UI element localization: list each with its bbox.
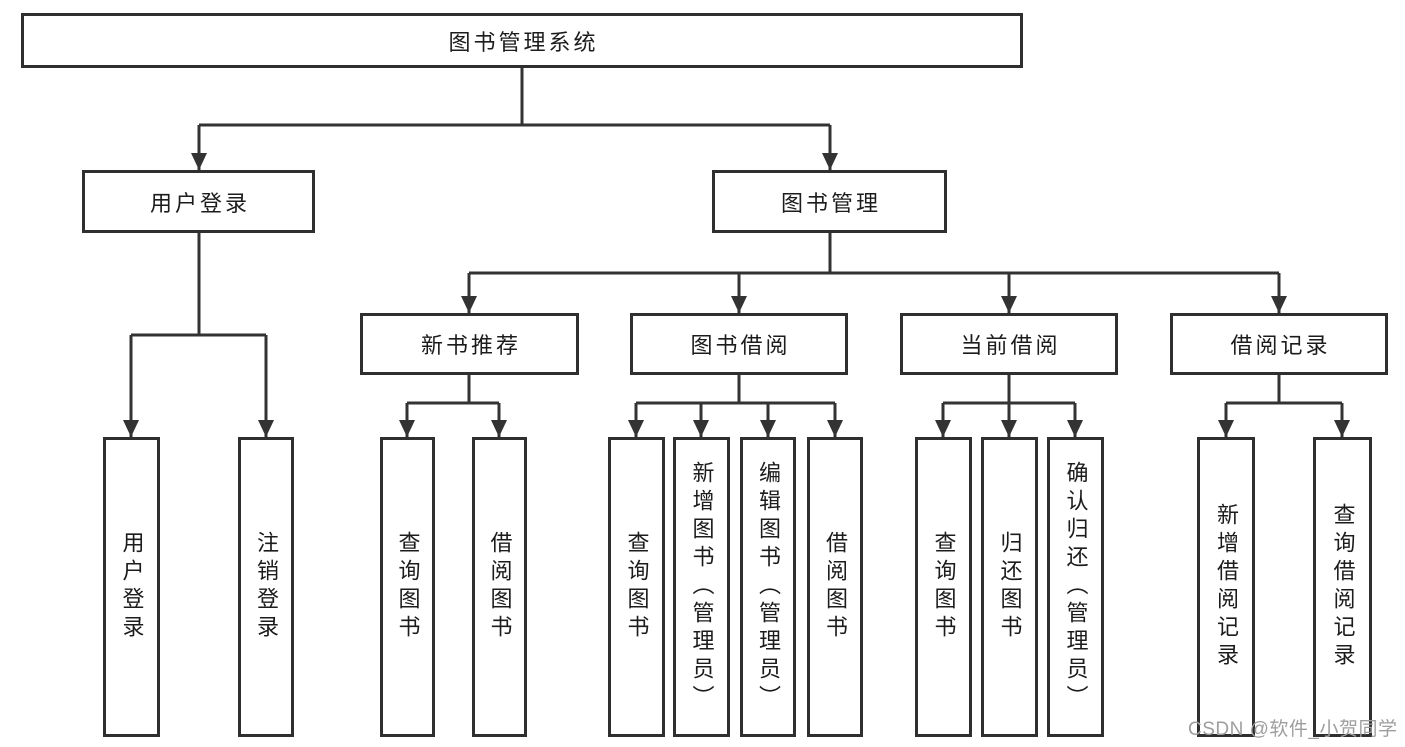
node-leaf-borrow-book-2: 借阅图书 <box>807 437 863 737</box>
arrowhead-icon <box>822 153 838 170</box>
node-label: 图书管理 <box>780 190 881 216</box>
arrowhead-icon <box>1067 420 1083 437</box>
arrowhead-icon <box>1001 420 1017 437</box>
connector-new-book-to-children <box>405 375 501 437</box>
connector-user-login-to-children <box>129 233 268 437</box>
node-book-management: 图书管理 <box>712 170 947 233</box>
node-label: 新书推荐 <box>420 333 521 358</box>
node-leaf-edit-book-admin: 编辑图书（管理员） <box>740 437 796 737</box>
node-current-borrow: 当前借阅 <box>900 313 1118 375</box>
node-label: 用户登录 <box>149 190 250 216</box>
arrowheads <box>123 153 1350 437</box>
node-leaf-add-borrow-record: 新增借阅记录 <box>1197 437 1255 737</box>
node-label: 当前借阅 <box>960 333 1061 358</box>
arrowhead-icon <box>628 420 644 437</box>
node-leaf-confirm-return-admin: 确认归还（管理员） <box>1047 437 1104 737</box>
node-root-system: 图书管理系统 <box>21 13 1023 68</box>
node-leaf-borrow-book-1: 借阅图书 <box>472 437 527 737</box>
arrowhead-icon <box>693 420 709 437</box>
node-label: 借阅图书 <box>487 531 513 643</box>
node-label: 用户登录 <box>119 531 145 643</box>
connector-root-to-level2 <box>197 68 832 170</box>
connector-book-mgmt-to-level3 <box>467 233 1281 313</box>
arrowhead-icon <box>731 296 747 313</box>
node-label: 图书管理系统 <box>448 29 599 55</box>
node-label: 查询图书 <box>931 531 957 643</box>
node-label: 归还图书 <box>997 531 1023 643</box>
arrowhead-icon <box>399 420 415 437</box>
arrowhead-icon <box>827 420 843 437</box>
connector-lines <box>129 68 1344 437</box>
csdn-watermark: CSDN @软件_小贺同学 <box>1188 719 1398 740</box>
node-leaf-query-book-1: 查询图书 <box>380 437 435 737</box>
node-leaf-add-book-admin: 新增图书（管理员） <box>673 437 730 737</box>
node-user-login: 用户登录 <box>82 170 315 233</box>
arrowhead-icon <box>123 420 139 437</box>
arrowhead-icon <box>935 420 951 437</box>
connector-book-borrow-to-children <box>634 375 837 437</box>
arrowhead-icon <box>1271 296 1287 313</box>
arrowhead-icon <box>258 420 274 437</box>
node-label: 查询图书 <box>395 531 421 643</box>
node-leaf-query-book-3: 查询图书 <box>915 437 972 737</box>
arrowhead-icon <box>461 296 477 313</box>
node-leaf-query-book-2: 查询图书 <box>608 437 665 737</box>
node-label: 确认归还（管理员） <box>1063 461 1089 713</box>
node-label: 新增图书（管理员） <box>689 461 715 713</box>
arrowhead-icon <box>760 420 776 437</box>
node-label: 借阅记录 <box>1230 333 1331 358</box>
node-leaf-query-borrow-record: 查询借阅记录 <box>1313 437 1372 737</box>
node-new-book-recommend: 新书推荐 <box>360 313 579 375</box>
arrowhead-icon <box>191 153 207 170</box>
node-label: 查询图书 <box>624 531 650 643</box>
node-leaf-user-login-action: 用户登录 <box>103 437 160 737</box>
node-borrow-records: 借阅记录 <box>1170 313 1388 375</box>
arrowhead-icon <box>1218 420 1234 437</box>
node-label: 编辑图书（管理员） <box>756 461 781 713</box>
arrowhead-icon <box>491 420 507 437</box>
node-label: 借阅图书 <box>823 531 848 643</box>
arrowhead-icon <box>1334 420 1350 437</box>
node-label: 查询借阅记录 <box>1330 503 1356 671</box>
node-label: 新增借阅记录 <box>1214 503 1239 671</box>
node-leaf-return-book: 归还图书 <box>981 437 1038 737</box>
node-book-borrow: 图书借阅 <box>630 313 848 375</box>
arrowhead-icon <box>1001 296 1017 313</box>
connector-borrow-records-to-children <box>1224 375 1344 437</box>
node-leaf-logout: 注销登录 <box>238 437 294 737</box>
node-label: 注销登录 <box>254 531 279 643</box>
node-label: 图书借阅 <box>690 333 791 358</box>
